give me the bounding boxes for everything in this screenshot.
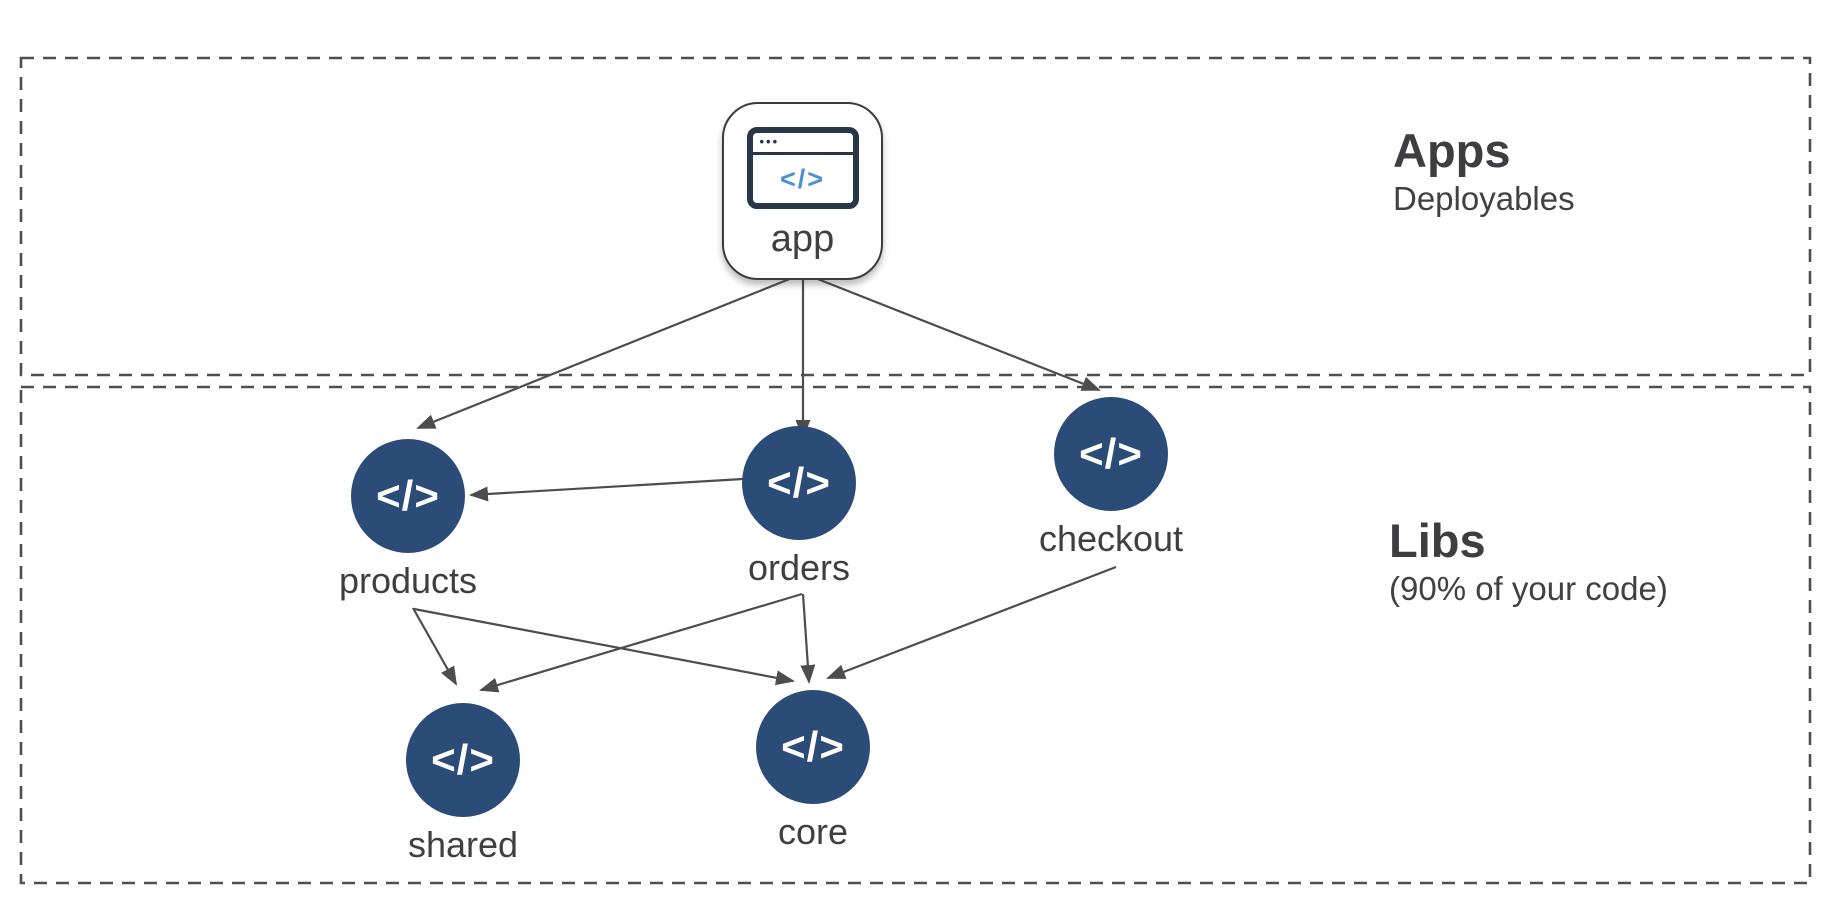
edge-orders-to-shared xyxy=(479,592,803,693)
code-circle-icon: </> xyxy=(351,439,465,553)
node-app: ••• </> app xyxy=(722,102,883,280)
dependency-edges xyxy=(412,274,1117,693)
code-circle-icon: </> xyxy=(742,426,856,540)
section-box-apps xyxy=(19,56,1812,377)
node-label-checkout: checkout xyxy=(1038,518,1184,559)
code-circle-icon: </> xyxy=(756,690,870,804)
code-circle-icon: </> xyxy=(406,703,520,817)
edge-checkout-to-core xyxy=(826,565,1117,680)
edge-app-to-checkout xyxy=(809,274,1101,392)
code-icon: </> xyxy=(779,163,826,194)
libs-title: Libs xyxy=(1389,514,1486,567)
node-orders: </> orders xyxy=(699,426,899,589)
node-label-app: app xyxy=(770,218,835,260)
browser-window-icon: ••• </> xyxy=(746,127,859,209)
node-label-products: products xyxy=(338,560,478,601)
apps-section-heading: Apps Deployables xyxy=(1393,124,1575,221)
edge-products-to-shared xyxy=(412,607,457,686)
node-label-shared: shared xyxy=(407,824,519,865)
browser-topbar: ••• xyxy=(752,133,853,155)
libs-subtitle: (90% of your code) xyxy=(1389,569,1668,607)
node-label-core: core xyxy=(777,811,849,852)
section-box-libs xyxy=(19,385,1812,885)
apps-subtitle: Deployables xyxy=(1393,179,1575,217)
section-boxes xyxy=(19,56,1812,885)
node-label-orders: orders xyxy=(747,547,851,588)
libs-section-heading: Libs (90% of your code) xyxy=(1389,514,1668,611)
edge-products-to-core xyxy=(413,607,795,686)
node-checkout: </> checkout xyxy=(1011,397,1211,560)
node-shared: </> shared xyxy=(363,703,563,866)
edge-app-to-products xyxy=(416,274,798,430)
edge-orders-to-products xyxy=(469,477,744,502)
browser-dots-icon: ••• xyxy=(759,133,780,149)
node-core: </> core xyxy=(713,690,913,853)
edge-orders-to-core xyxy=(800,593,816,684)
node-products: </> products xyxy=(308,439,508,602)
apps-title: Apps xyxy=(1393,124,1511,177)
code-circle-icon: </> xyxy=(1054,397,1168,511)
